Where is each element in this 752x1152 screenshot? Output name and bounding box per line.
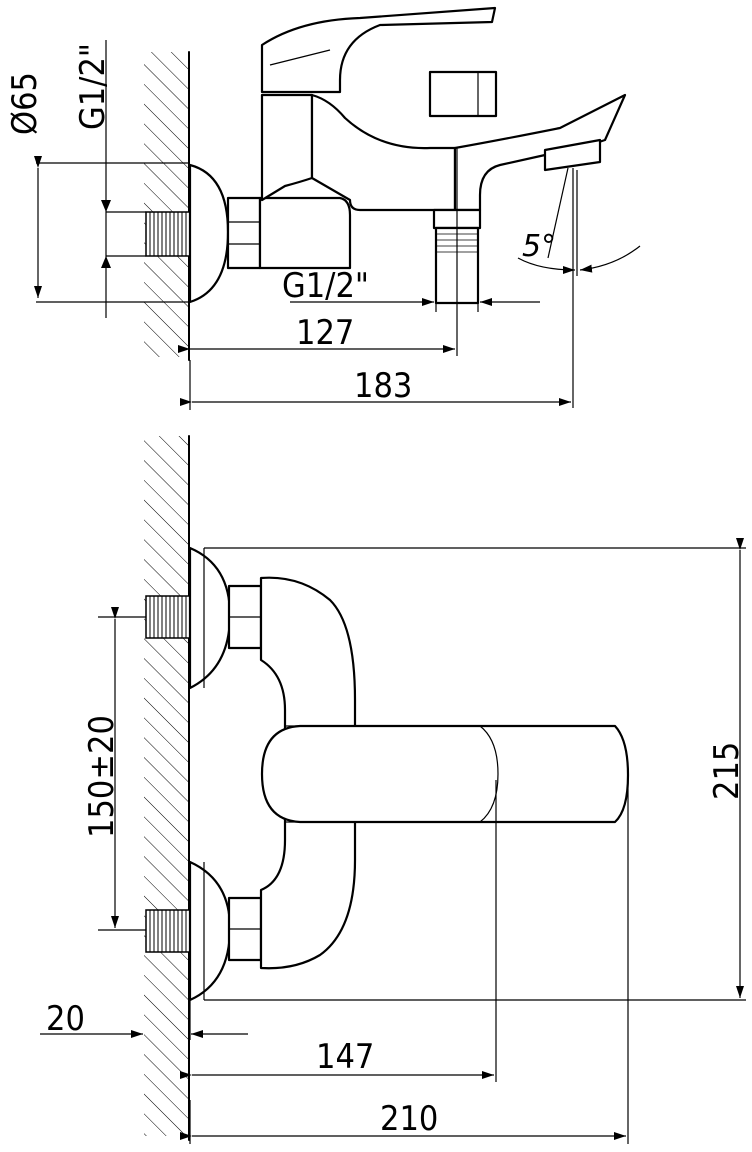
handle-cap-edge (479, 725, 499, 823)
thread-label-vertical: G1/2" (73, 43, 113, 130)
top-view: Ø65 G1/2" G1/2" 5° 127 183 (5, 6, 641, 410)
thread-label-outlet: G1/2" (282, 266, 369, 306)
escutcheon-upper (188, 546, 232, 690)
aerator (543, 138, 602, 172)
dim-150: 150±20 (82, 715, 122, 838)
mixer-body-main (310, 93, 457, 212)
connection-nut-top (226, 196, 262, 270)
diverter-knob (428, 70, 498, 118)
wall-hatch-front (144, 436, 188, 1136)
lever-handle-top (260, 6, 497, 94)
front-view: 150±20 215 20 147 210 (40, 435, 747, 1144)
dim-210: 210 (380, 1099, 438, 1139)
escutcheon-top (188, 163, 230, 304)
dim-127: 127 (296, 313, 354, 353)
dim-183: 183 (354, 366, 412, 406)
dim-147: 147 (316, 1037, 374, 1077)
mixer-body-connector (258, 196, 352, 270)
dim-20: 20 (46, 999, 85, 1039)
diameter-label: Ø65 (5, 72, 45, 135)
wall-pipe-thread-lower (145, 909, 191, 953)
wall-pipe-thread-upper (145, 595, 191, 639)
mixer-body-cartridge (260, 93, 314, 202)
handle-body-front (260, 724, 630, 824)
angle-label: 5° (522, 229, 556, 264)
wall-pipe-thread-top (145, 211, 191, 257)
dim-215: 215 (707, 742, 747, 800)
escutcheon-lower (188, 860, 232, 1002)
wall-hatch-top (144, 52, 188, 357)
